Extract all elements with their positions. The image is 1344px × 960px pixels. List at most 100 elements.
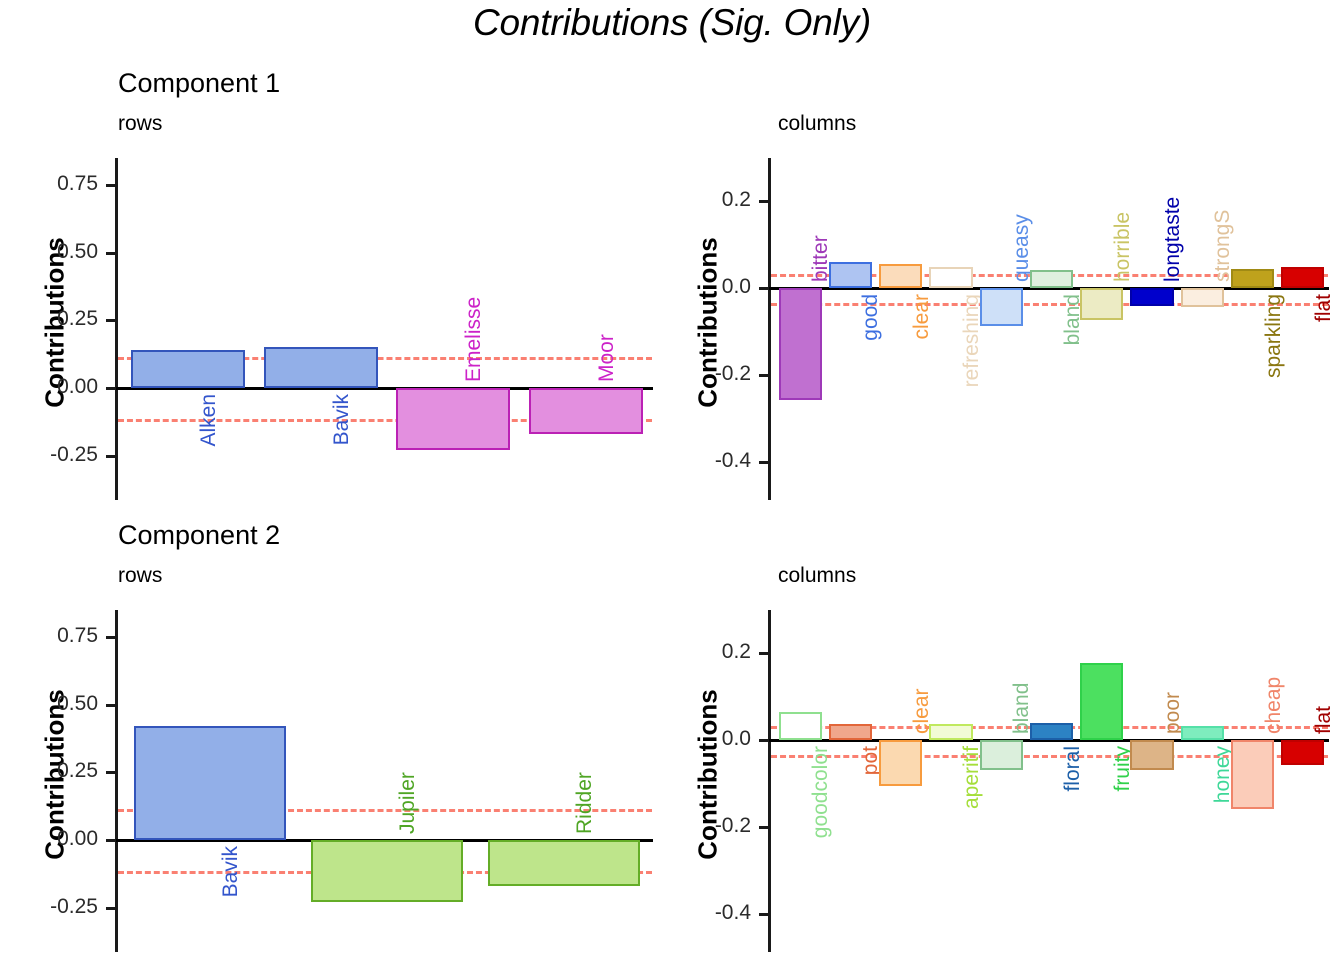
significance-threshold-line [771, 754, 1328, 758]
bar-category-label: sparkling [1261, 294, 1285, 379]
bar[interactable] [396, 387, 511, 451]
bar[interactable] [487, 839, 640, 886]
y-axis-tick [106, 771, 115, 775]
y-axis-line [768, 158, 771, 500]
bar[interactable] [1180, 288, 1224, 308]
significance-threshold-line [118, 808, 652, 812]
y-axis-tick-label: -0.2 [714, 814, 751, 838]
y-axis-tick [106, 251, 115, 255]
y-axis-line [115, 158, 118, 500]
y-axis-title: Contributions [692, 237, 723, 408]
bar-category-label: floral [1060, 746, 1084, 792]
zero-baseline [116, 386, 653, 390]
bar-category-label: Alken [197, 393, 221, 447]
y-axis-tick-label: 0.0 [721, 727, 751, 751]
y-axis-tick [759, 460, 768, 464]
panel-subheading-rows-2: rows [118, 564, 163, 587]
bar[interactable] [979, 288, 1023, 326]
bar[interactable] [1080, 288, 1124, 320]
bar-category-label: flat [1311, 294, 1335, 323]
bar[interactable] [828, 261, 873, 289]
y-axis-tick-label: 0.75 [57, 624, 98, 648]
y-axis-tick [106, 319, 115, 323]
bar[interactable] [828, 723, 873, 741]
bar[interactable] [1130, 288, 1174, 307]
y-axis-tick-label: -0.2 [714, 362, 751, 386]
bar[interactable] [1230, 268, 1275, 289]
bar-category-label: Emelisse [462, 296, 486, 382]
bar-category-label: longtaste [1161, 197, 1185, 283]
bar[interactable] [1180, 726, 1224, 741]
panel-subheading-columns-1: columns [778, 112, 857, 135]
y-axis-tick-label: -0.25 [50, 894, 98, 918]
y-axis-tick-label: 0.00 [57, 374, 98, 398]
y-axis-tick [106, 906, 115, 910]
bar-category-label: Moor [594, 334, 618, 382]
bar[interactable] [528, 387, 643, 434]
panel-subheading-columns-2: columns [778, 564, 857, 587]
y-axis-tick-label: -0.4 [714, 448, 751, 472]
bar[interactable] [879, 263, 923, 289]
panel-heading-component-2: Component 2 [118, 520, 281, 550]
y-axis-tick-label: 0.0 [721, 275, 751, 299]
bar[interactable] [1281, 267, 1325, 289]
bar-category-label: cheap [1261, 677, 1285, 735]
bar[interactable] [979, 740, 1023, 770]
bar[interactable] [778, 712, 822, 741]
bar[interactable] [879, 740, 923, 786]
bar[interactable] [263, 347, 378, 388]
bar[interactable] [1130, 740, 1174, 771]
y-axis-tick-label: 0.25 [57, 759, 98, 783]
bar-category-label: good [859, 294, 883, 341]
bar-category-label: Bavik [219, 845, 243, 898]
panel-subheading-rows-1: rows [118, 112, 163, 135]
y-axis-tick-label: 0.00 [57, 826, 98, 850]
y-axis-line [768, 610, 771, 952]
bar[interactable] [929, 267, 973, 289]
y-axis-tick-label: -0.25 [50, 442, 98, 466]
y-axis-tick [759, 287, 768, 291]
significance-threshold-line [118, 356, 652, 360]
bar[interactable] [1230, 740, 1275, 809]
bar[interactable] [1080, 662, 1124, 741]
bar[interactable] [1029, 270, 1074, 289]
y-axis-tick-label: 0.2 [721, 640, 751, 664]
y-axis-tick-label: 0.2 [721, 188, 751, 212]
zero-baseline [769, 287, 1329, 291]
significance-threshold-line [118, 419, 652, 423]
y-axis-tick-label: 0.25 [57, 307, 98, 331]
y-axis-tick [759, 374, 768, 378]
y-axis-tick [759, 912, 768, 916]
bar-category-label: horrible [1110, 212, 1134, 283]
y-axis-tick-label: 0.75 [57, 172, 98, 196]
panel-heading-component-1: Component 1 [118, 68, 281, 98]
bar-category-label: clear [909, 294, 933, 340]
bar-category-label: Bavik [329, 393, 353, 446]
bar[interactable] [311, 839, 463, 903]
bar[interactable] [1029, 723, 1074, 741]
y-axis-tick [759, 652, 768, 656]
bar-category-label: Jupiler [396, 772, 419, 834]
y-axis-title: Contributions [692, 689, 723, 860]
y-axis-tick-label: -0.4 [714, 900, 751, 924]
bar[interactable] [1281, 740, 1325, 765]
bar-category-label: Ridder [572, 772, 596, 834]
bar[interactable] [131, 350, 246, 388]
bar[interactable] [929, 724, 973, 741]
y-axis-tick [759, 739, 768, 743]
bar[interactable] [134, 726, 287, 840]
y-axis-tick [106, 386, 115, 390]
y-axis-tick-label: 0.50 [57, 239, 98, 263]
y-axis-tick [106, 184, 115, 188]
y-axis-line [115, 610, 118, 952]
y-axis-tick [106, 454, 115, 458]
bar-category-label: goodcolor [809, 746, 833, 839]
bar[interactable] [778, 288, 822, 400]
y-axis-tick-label: 0.50 [57, 691, 98, 715]
zero-baseline [769, 739, 1329, 743]
